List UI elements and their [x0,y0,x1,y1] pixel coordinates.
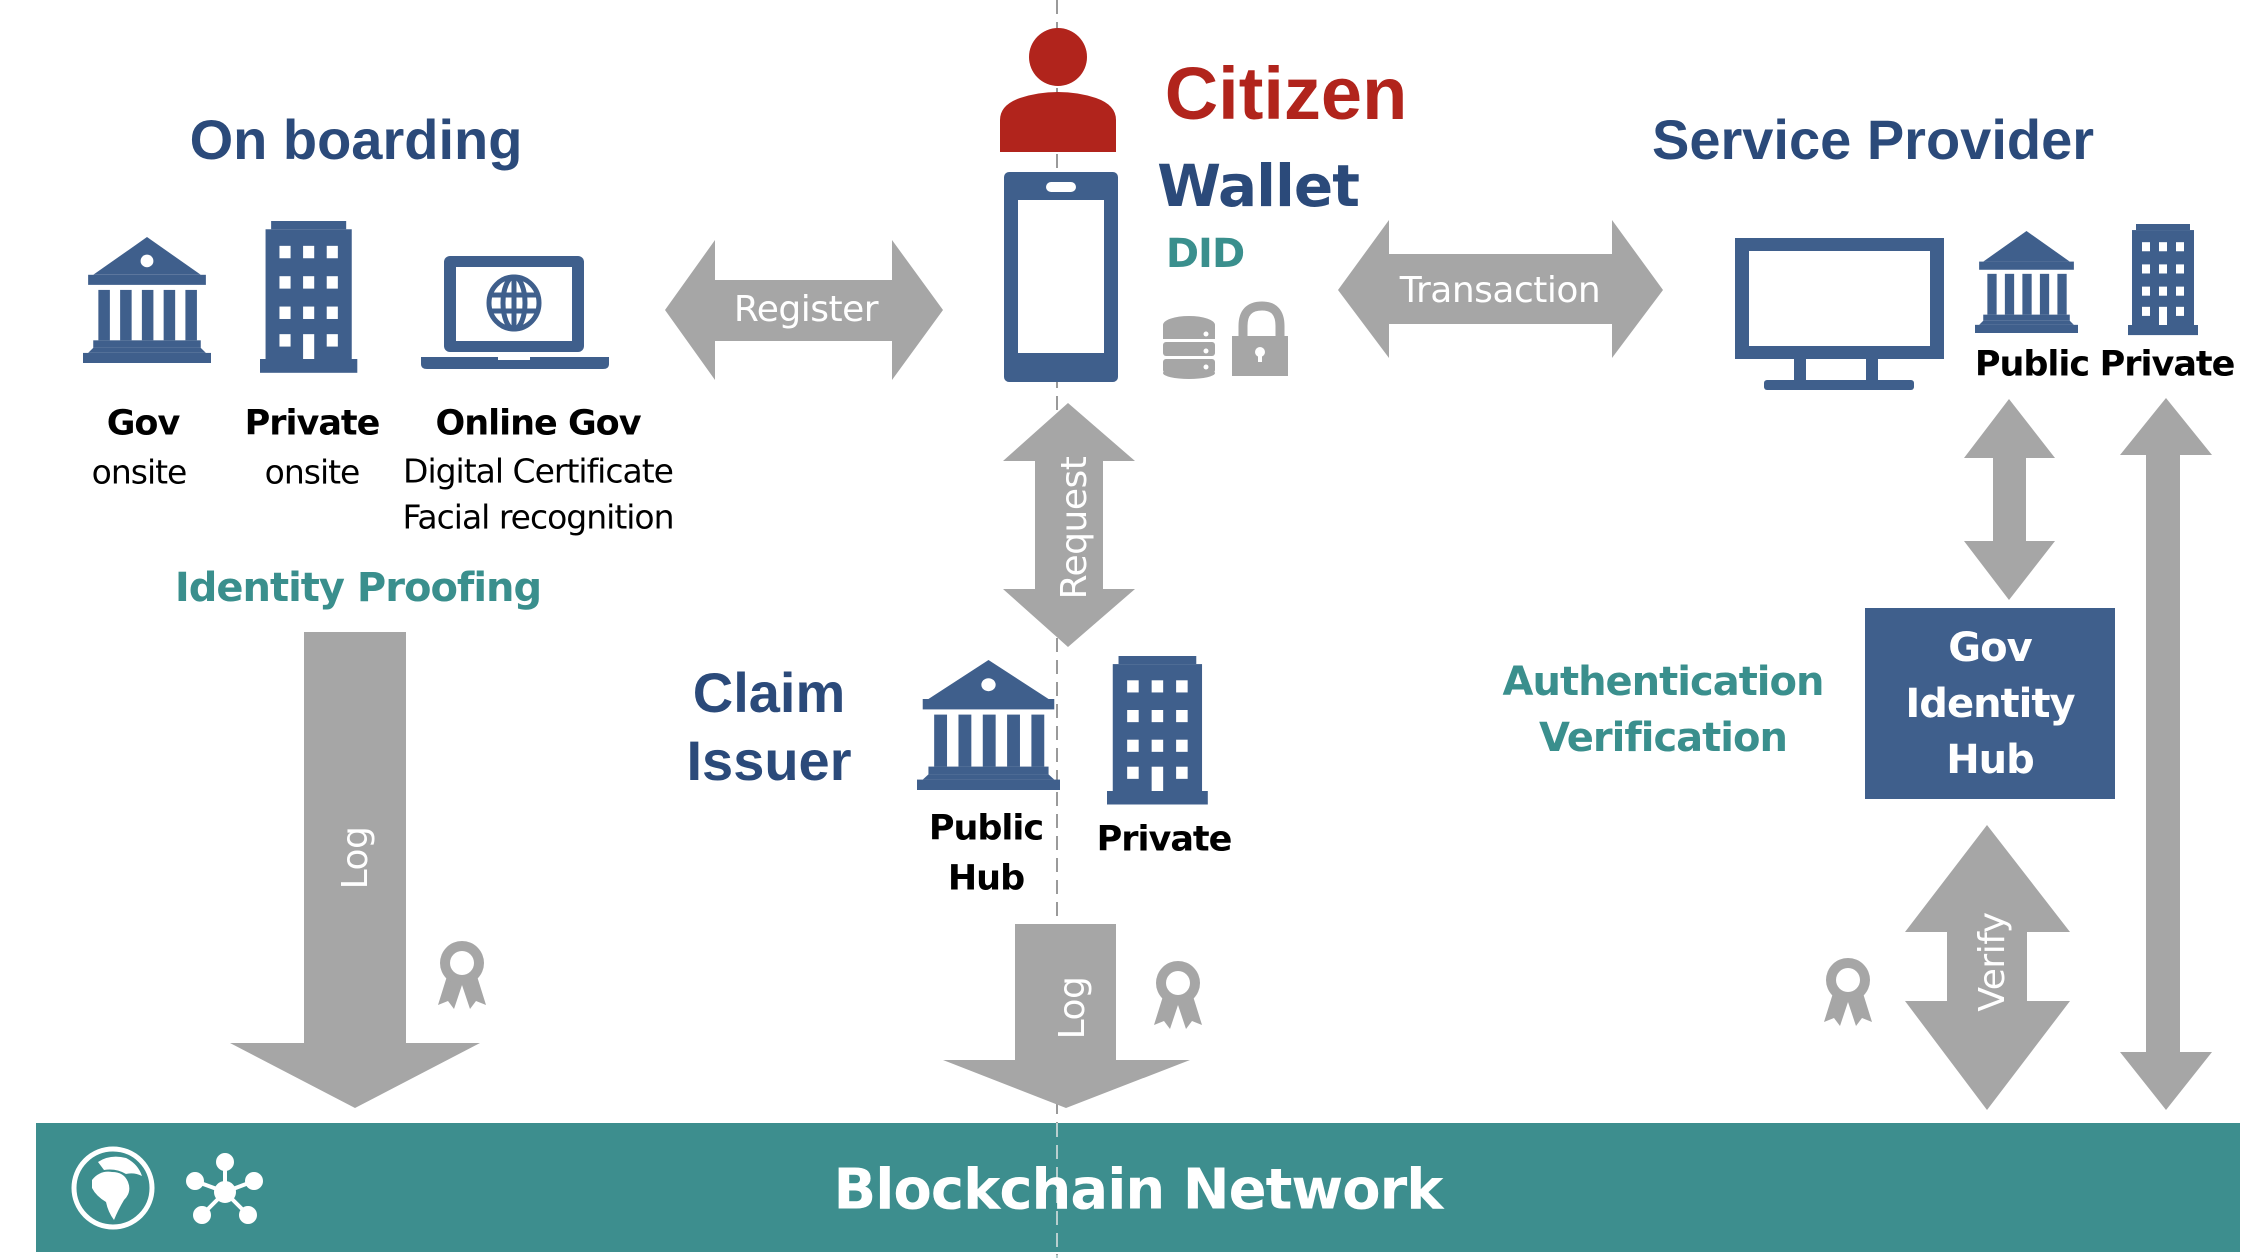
issuer-private-label: Private [1096,819,1233,860]
request-arrow [1003,403,1135,647]
sp-hub-arrow [1964,399,2055,600]
issuer-log-label: Log [1052,976,1093,1040]
onboarding-log-label: Log [335,826,376,890]
onboarding-title: On boarding [189,108,523,171]
sp-private-building-icon [2128,224,2198,336]
person-icon [1000,28,1116,152]
transaction-arrow [1338,220,1663,358]
verify-label: Verify [1972,912,2013,1012]
public-hub-label-line-2: Hub [947,858,1025,899]
gov-sublabel: onsite [91,452,188,492]
gov-label: Gov [106,403,181,444]
certificate-ribbon-icon [1154,961,1202,1029]
onboarding-log-arrow [230,632,480,1108]
online-gov-line-1: Digital Certificate [403,451,674,491]
issuer-private-building-icon [1107,656,1208,805]
certificate-ribbon-icon [438,941,486,1009]
sp-private-label: Private [2099,344,2236,385]
verify-arrow [1905,825,2070,1110]
service-provider-title: Service Provider [1651,108,2095,171]
laptop-globe-icon [421,256,609,369]
hub-line-2: Identity [1905,680,2075,727]
did-label: DID [1165,231,1245,277]
smartphone-icon [1004,172,1118,382]
private-label: Private [244,403,381,444]
authentication-label-line-1: Authentication [1502,659,1825,705]
request-label: Request [1054,456,1095,600]
private-sublabel: onsite [264,452,361,492]
sp-public-label: Public [1974,344,2090,385]
online-gov-line-2: Facial recognition [402,497,674,537]
gov-identity-hub-box: Gov Identity Hub [1865,608,2115,799]
claim-issuer-title-line-2: Issuer [686,729,852,792]
online-gov-label: Online Gov [435,403,641,444]
certificate-ribbon-icon [1824,958,1872,1026]
hub-line-1: Gov [1948,624,2032,671]
public-hub-bank-icon [917,660,1060,790]
register-label: Register [733,289,879,330]
sp-public-bank-icon [1975,231,2078,333]
blockchain-network-bar [36,1123,2240,1252]
public-hub-label-line-1: Public [928,808,1044,849]
database-icon [1163,316,1215,379]
private-chain-arrow [2120,398,2212,1110]
citizen-title: Citizen [1164,52,1408,135]
hub-line-3: Hub [1946,736,2035,783]
identity-proofing-label: Identity Proofing [174,565,542,611]
authentication-label-line-2: Verification [1539,715,1788,761]
blockchain-network-label: Blockchain Network [833,1157,1444,1223]
padlock-icon [1232,301,1288,376]
monitor-icon [1735,238,1944,390]
register-arrow [665,240,943,380]
issuer-log-arrow [943,924,1190,1108]
claim-issuer-title-line-1: Claim [692,661,846,724]
private-building-icon [260,221,358,373]
transaction-label: Transaction [1399,270,1601,311]
wallet-title: Wallet [1157,152,1360,220]
gov-bank-icon [83,237,211,363]
